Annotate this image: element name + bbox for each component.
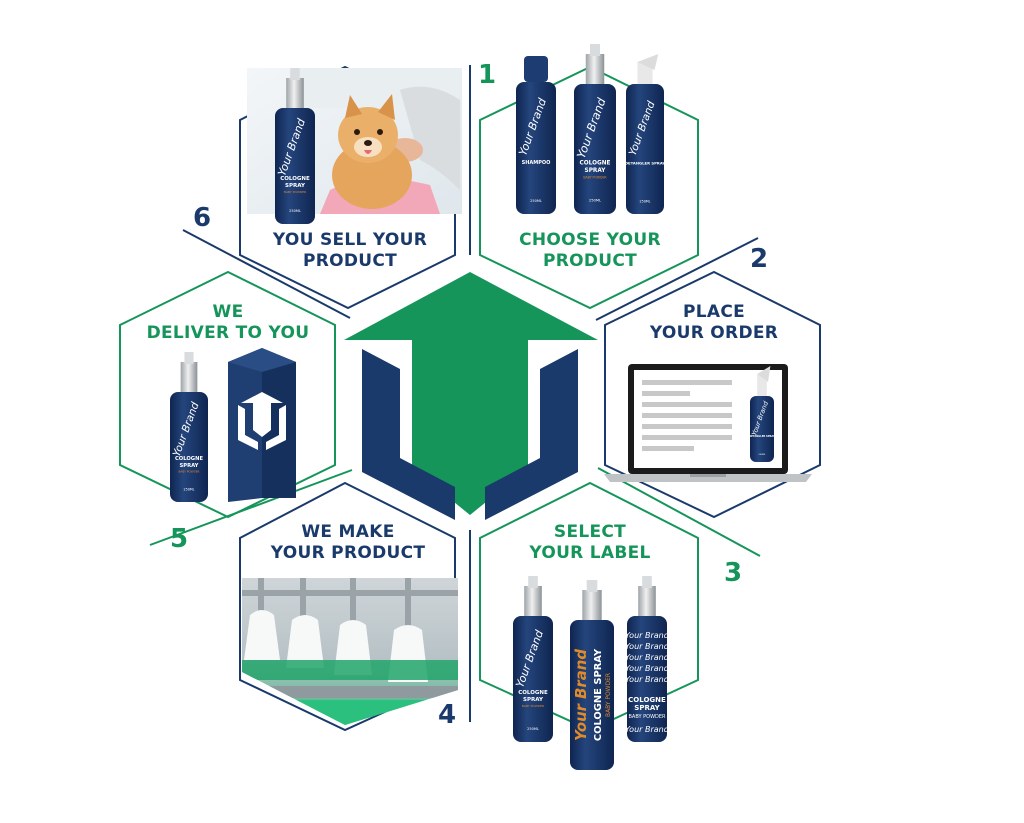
hex-step-2: [604, 270, 821, 519]
svg-text:SPRAY: SPRAY: [523, 697, 544, 703]
step-2-title-line1: PLACE: [682, 302, 746, 322]
logo-right-bracket: [485, 349, 578, 520]
svg-text:BABY POWDER: BABY POWDER: [284, 190, 306, 194]
separator-6: [182, 229, 351, 319]
svg-text:SPRAY: SPRAY: [585, 168, 607, 174]
separator-3: [597, 467, 761, 557]
svg-text:COLOGNE: COLOGNE: [580, 161, 611, 167]
uti-arrow-logo-icon: [344, 272, 598, 520]
svg-text:250ML: 250ML: [183, 488, 194, 492]
svg-text:250ML: 250ML: [589, 198, 602, 202]
svg-text:DETANGLER SPRAY: DETANGLER SPRAY: [625, 161, 666, 166]
svg-text:SHAMPOO: SHAMPOO: [522, 160, 551, 166]
step-3-title-line2: YOUR LABEL: [529, 543, 651, 563]
step-3-number: 3: [724, 558, 743, 588]
hex-step-1: [479, 65, 699, 310]
step-4-title-line2: YOUR PRODUCT: [270, 543, 426, 563]
step-3-title-line1: SELECT: [553, 522, 627, 542]
step-6-title-line2: PRODUCT: [302, 251, 398, 271]
hex-step-4: [239, 481, 456, 732]
step-1-title: CHOOSE YOUR PRODUCT: [490, 230, 690, 272]
svg-text:DETANGLER SPRAY: DETANGLER SPRAY: [749, 435, 775, 438]
svg-text:Your Brand: Your Brand: [625, 631, 670, 640]
separator-5: [149, 469, 353, 546]
step-2-number: 2: [750, 244, 769, 274]
dog-photo: [247, 68, 462, 214]
step-6-number: 6: [193, 203, 212, 233]
step-5-title: WE DELIVER TO YOU: [128, 302, 328, 344]
laptop-screen-text-lines: [642, 380, 732, 451]
logo-green-arrow: [344, 272, 598, 515]
svg-text:COLOGNE: COLOGNE: [280, 176, 310, 182]
svg-text:250ML: 250ML: [289, 209, 301, 213]
step-4-title: WE MAKE YOUR PRODUCT: [248, 522, 448, 564]
svg-text:COLOGNE: COLOGNE: [518, 690, 548, 696]
svg-text:BABY POWDER: BABY POWDER: [583, 175, 607, 179]
shipping-box-icon: [228, 348, 296, 502]
step-6-title-line1: YOU SELL YOUR: [272, 230, 428, 250]
svg-text:COLOGNE: COLOGNE: [628, 696, 666, 704]
step-1-title-line1: CHOOSE YOUR: [519, 230, 661, 250]
step-3-title: SELECT YOUR LABEL: [490, 522, 690, 564]
step-2-title: PLACE YOUR ORDER: [614, 302, 814, 344]
step-5-number: 5: [170, 524, 189, 554]
svg-text:250ML: 250ML: [759, 454, 767, 456]
step-4-number: 4: [438, 700, 457, 730]
svg-text:250ML: 250ML: [639, 200, 650, 204]
step-5-title-line1: WE: [212, 302, 244, 322]
svg-text:Your Brand: Your Brand: [625, 675, 670, 684]
svg-text:BABY POWDER: BABY POWDER: [628, 714, 666, 720]
step-4-title-line1: WE MAKE: [301, 522, 395, 542]
svg-text:Your Brand: Your Brand: [625, 653, 670, 662]
svg-text:Your Brand: Your Brand: [625, 642, 670, 651]
step-5-title-line2: DELIVER TO YOU: [146, 323, 310, 343]
svg-text:Your Brand: Your Brand: [625, 725, 670, 734]
svg-text:Your Brand: Your Brand: [572, 649, 590, 741]
step-2-title-line2: YOUR ORDER: [649, 323, 779, 343]
svg-text:BABY POWDER: BABY POWDER: [605, 673, 612, 717]
step-1-number: 1: [478, 60, 497, 90]
bottling-line-photo: [242, 578, 458, 725]
step-1-title-line2: PRODUCT: [542, 251, 638, 271]
svg-text:Your Brand: Your Brand: [625, 664, 670, 673]
laptop-icon: [604, 364, 812, 482]
svg-text:BABY POWDER: BABY POWDER: [522, 704, 544, 708]
svg-text:COLOGNE: COLOGNE: [175, 456, 203, 462]
separator-2: [595, 237, 759, 321]
logo-left-bracket: [362, 349, 455, 520]
svg-text:BABY POWDER: BABY POWDER: [178, 470, 199, 474]
separator-lines: [149, 65, 761, 722]
svg-text:SPRAY: SPRAY: [285, 183, 306, 189]
svg-text:SPRAY: SPRAY: [180, 463, 199, 469]
svg-text:250ML: 250ML: [527, 727, 539, 731]
step-6-title: YOU SELL YOUR PRODUCT: [250, 230, 450, 272]
svg-text:SPRAY: SPRAY: [634, 704, 660, 712]
svg-text:COLOGNE SPRAY: COLOGNE SPRAY: [593, 648, 604, 741]
svg-text:250ML: 250ML: [530, 199, 542, 203]
